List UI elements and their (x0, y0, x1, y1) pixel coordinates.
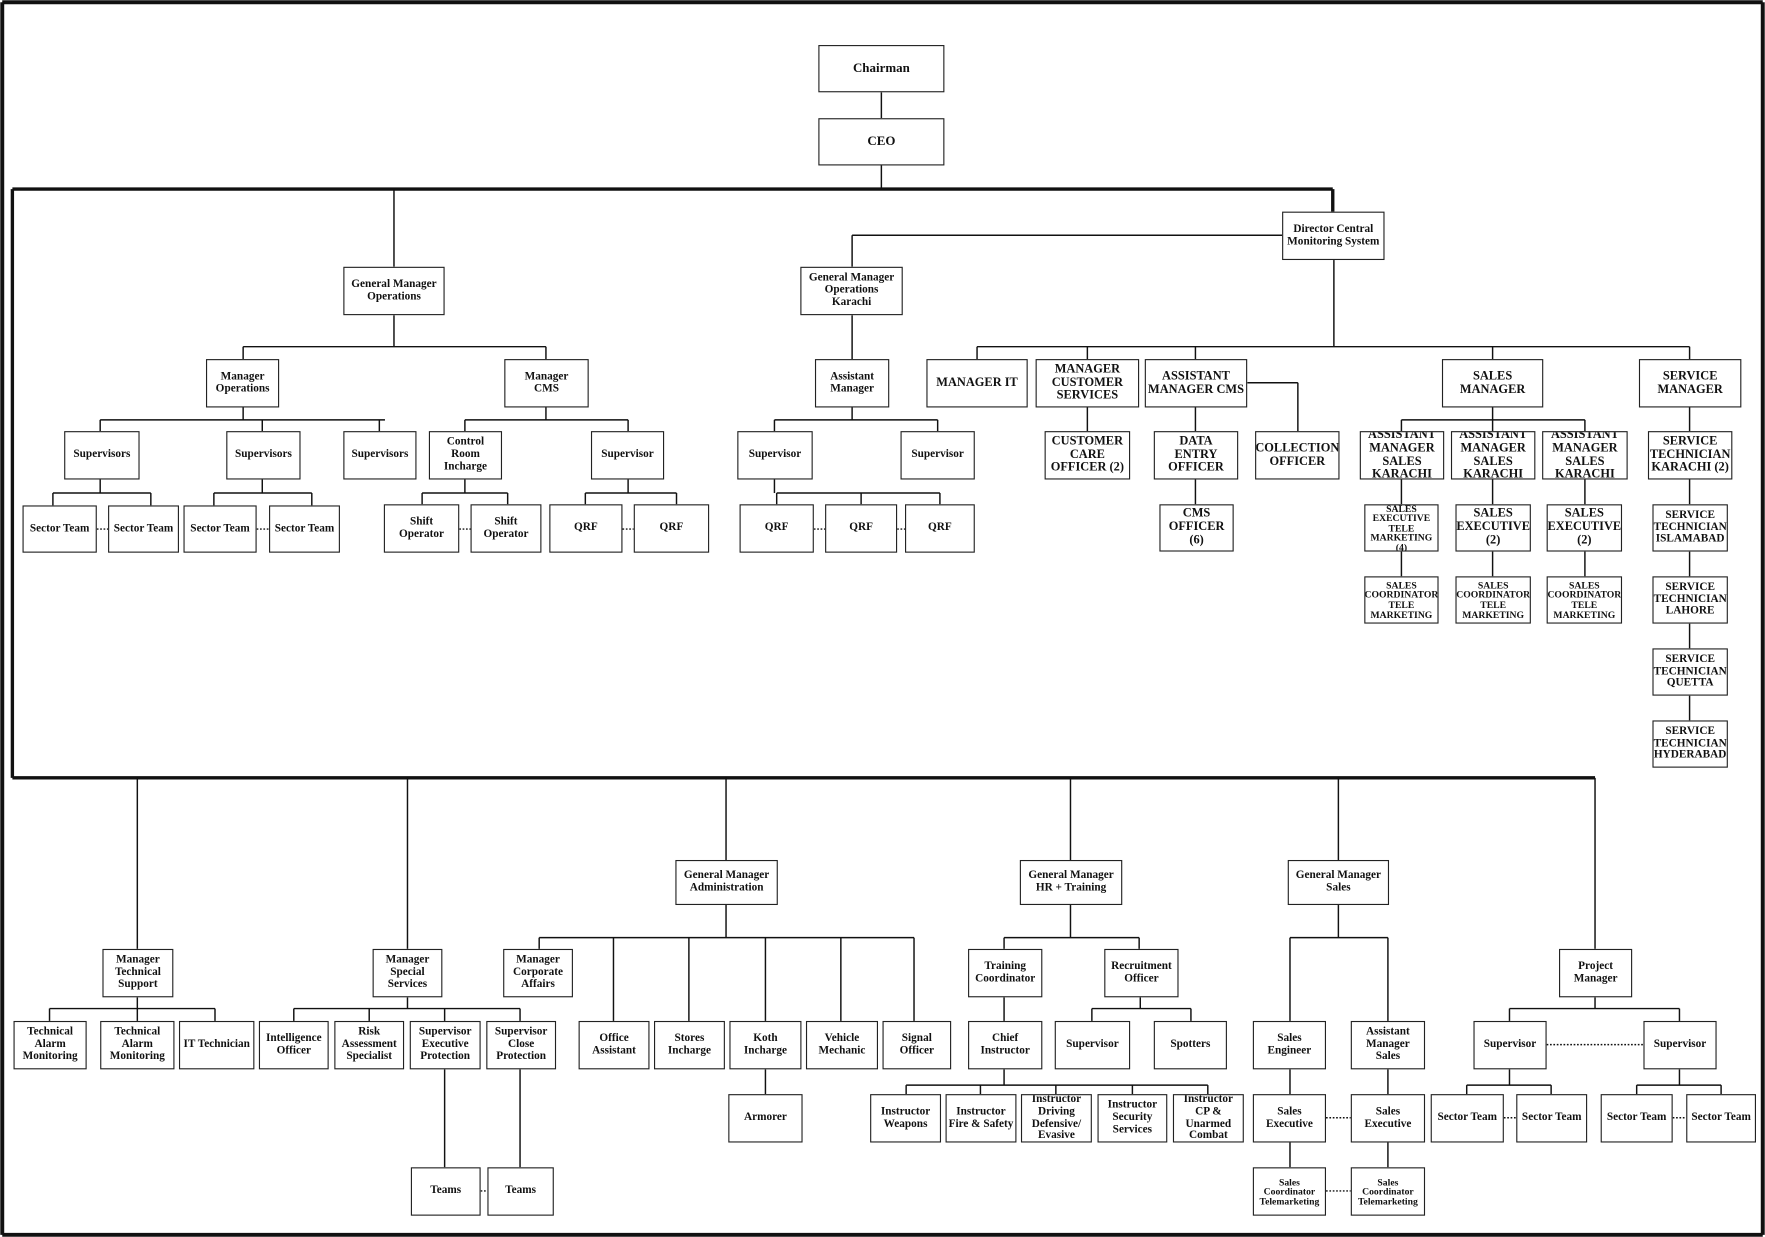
org-node-asst-mgr-sales-karachi-1: ASSISTANT MANAGER SALES KARACHI (1359, 431, 1445, 480)
org-node-service-tech-lahore: SERVICE TECHNICIAN LAHORE (1652, 576, 1728, 624)
org-node-supervisors-2: Supervisors (226, 431, 301, 480)
org-node-hr-supervisor: Supervisor (1054, 1020, 1131, 1070)
org-node-sector-team-4: Sector Team (269, 505, 340, 553)
org-node-vehicle-mechanic: Vehicle Mechanic (805, 1020, 878, 1070)
org-node-instructor-cp-unarmed: Instructor CP & Unarmed Combat (1172, 1094, 1244, 1143)
org-node-sector-team-1: Sector Team (22, 505, 97, 553)
org-node-shift-operator-1: Shift Operator (383, 504, 460, 553)
org-node-sales-exec-tele-marketing: SALES EXECUTIVE TELE MARKETING (4) (1364, 504, 1439, 552)
org-node-instructor-driving: Instructor Driving Defensive/ Evasive (1020, 1094, 1092, 1143)
org-node-shift-operator-2: Shift Operator (470, 504, 542, 553)
org-node-technical-alarm-monitoring-1: Technical Alarm Monitoring (13, 1020, 87, 1070)
org-node-sales-coord-tele-1: SALES COORDINATOR TELE MARKETING (1364, 576, 1439, 624)
org-node-project-sector-team-1: Sector Team (1430, 1094, 1504, 1143)
org-node-ceo: CEO (818, 118, 945, 166)
org-node-karachi-supervisor-1: Supervisor (737, 431, 813, 480)
org-node-manager-customer-services: MANAGER CUSTOMER SERVICES (1035, 359, 1140, 408)
org-node-instructor-weapons: Instructor Weapons (870, 1094, 942, 1143)
org-node-manager-corporate-affairs: Manager Corporate Affairs (503, 948, 573, 998)
org-node-manager-operations: Manager Operations (205, 359, 280, 408)
org-node-project-sector-team-2: Sector Team (1516, 1094, 1588, 1143)
org-node-recruitment-officer: Recruitment Officer (1104, 948, 1179, 998)
org-node-karachi-qrf-2: QRF (825, 504, 898, 553)
org-node-project-manager: Project Manager (1559, 948, 1633, 998)
org-node-sales-executive-b: Sales Executive (1350, 1094, 1426, 1143)
org-node-stores-incharge: Stores Incharge (653, 1020, 725, 1070)
org-node-armorer: Armorer (728, 1094, 803, 1143)
org-node-sales-executive-a: Sales Executive (1252, 1094, 1327, 1143)
org-node-manager-it: MANAGER IT (926, 359, 1028, 408)
org-node-supervisor-executive-protection: Supervisor Executive Protection (409, 1020, 481, 1070)
org-node-supervisor-close-protection: Supervisor Close Protection (486, 1020, 557, 1070)
org-node-spotters: Spotters (1153, 1020, 1227, 1070)
org-node-cms-officer: CMS OFFICER (6) (1159, 504, 1234, 552)
org-node-training-coordinator: Training Coordinator (968, 948, 1043, 998)
org-node-supervisors-1: Supervisors (64, 431, 140, 480)
org-node-project-sector-team-3: Sector Team (1600, 1094, 1673, 1143)
org-node-it-technician: IT Technician (178, 1020, 255, 1070)
org-node-karachi-qrf-3: QRF (905, 504, 975, 553)
org-node-project-sector-team-4: Sector Team (1686, 1094, 1756, 1143)
org-node-service-manager: SERVICE MANAGER (1638, 359, 1742, 408)
org-node-risk-assessment-specialist: Risk Assessment Specialist (334, 1020, 405, 1070)
org-node-service-tech-karachi: SERVICE TECHNICIAN KARACHI (2) (1647, 431, 1733, 480)
org-node-karachi-supervisor-2: Supervisor (900, 431, 975, 480)
org-node-instructor-security: Instructor Security Services (1097, 1094, 1168, 1143)
org-node-sector-team-3: Sector Team (183, 505, 257, 553)
org-node-control-room-incharge: Control Room Incharge (428, 431, 503, 480)
org-node-cms-supervisor: Supervisor (590, 431, 665, 480)
org-node-teams-1: Teams (410, 1167, 481, 1216)
org-node-karachi-assistant-manager: Assistant Manager (814, 359, 890, 408)
org-node-sales-executive-2a: SALES EXECUTIVE (2) (1455, 504, 1531, 552)
org-node-data-entry-officer: DATA ENTRY OFFICER (1153, 431, 1239, 480)
org-node-manager-technical-support: Manager Technical Support (102, 948, 174, 998)
org-node-service-tech-hyderabad: SERVICE TECHNICIAN HYDERABAD (1652, 720, 1728, 768)
org-node-service-tech-quetta: SERVICE TECHNICIAN QUETTA (1652, 648, 1728, 696)
org-node-technical-alarm-monitoring-2: Technical Alarm Monitoring (100, 1020, 175, 1070)
org-node-gm-operations-karachi: General Manager Operations Karachi (800, 266, 903, 316)
org-node-gm-administration: General Manager Administration (675, 859, 778, 906)
org-node-sector-team-2: Sector Team (108, 505, 179, 553)
org-node-karachi-qrf-1: QRF (739, 504, 814, 553)
org-node-qrf-1: QRF (549, 504, 623, 553)
org-node-sales-executive-2b: SALES EXECUTIVE (2) (1546, 504, 1623, 552)
org-node-sales-coord-telemarketing-b: Sales Coordinator Telemarketing (1350, 1167, 1426, 1216)
org-node-intelligence-officer: Intelligence Officer (258, 1020, 329, 1070)
org-node-teams-2: Teams (487, 1167, 554, 1216)
org-node-asst-mgr-sales-karachi-3: ASSISTANT MANAGER SALES KARACHI (1542, 431, 1628, 480)
org-node-chairman: Chairman (818, 45, 945, 93)
org-node-qrf-2: QRF (633, 504, 710, 553)
org-node-customer-care-officer: CUSTOMER CARE OFFICER (2) (1044, 431, 1131, 480)
org-node-assistant-manager-cms: ASSISTANT MANAGER CMS (1144, 359, 1248, 408)
org-node-sales-coord-tele-2: SALES COORDINATOR TELE MARKETING (1455, 576, 1531, 624)
org-node-koth-incharge: Koth Incharge (729, 1020, 802, 1070)
org-node-director-cms: Director Central Monitoring System (1282, 211, 1385, 261)
org-node-project-supervisor-1: Supervisor (1473, 1020, 1547, 1070)
org-node-gm-sales: General Manager Sales (1287, 859, 1390, 906)
org-node-gm-operations: General Manager Operations (343, 266, 445, 316)
org-node-signal-officer: Signal Officer (882, 1020, 952, 1070)
org-node-supervisors-3: Supervisors (343, 431, 417, 480)
org-node-asst-mgr-sales-karachi-2: ASSISTANT MANAGER SALES KARACHI (1450, 431, 1536, 480)
org-node-manager-special-services: Manager Special Services (372, 948, 443, 998)
org-node-sales-engineer: Sales Engineer (1252, 1020, 1327, 1070)
org-node-manager-cms: Manager CMS (504, 359, 589, 408)
org-node-project-supervisor-2: Supervisor (1643, 1020, 1717, 1070)
org-node-gm-hr-training: General Manager HR + Training (1019, 859, 1123, 906)
org-node-sales-coord-tele-3: SALES COORDINATOR TELE MARKETING (1546, 576, 1623, 624)
org-node-chief-instructor: Chief Instructor (968, 1020, 1043, 1070)
org-node-instructor-fire-safety: Instructor Fire & Safety (945, 1094, 1017, 1143)
org-node-sales-coord-telemarketing-a: Sales Coordinator Telemarketing (1252, 1167, 1327, 1216)
org-node-service-tech-islamabad: SERVICE TECHNICIAN ISLAMABAD (1652, 504, 1728, 552)
org-node-collection-officer: COLLECTION OFFICER (1255, 431, 1340, 480)
org-node-office-assistant: Office Assistant (578, 1020, 650, 1070)
org-node-sales-manager: SALES MANAGER (1441, 359, 1544, 408)
org-node-assistant-manager-sales: Assistant Manager Sales (1350, 1020, 1426, 1070)
